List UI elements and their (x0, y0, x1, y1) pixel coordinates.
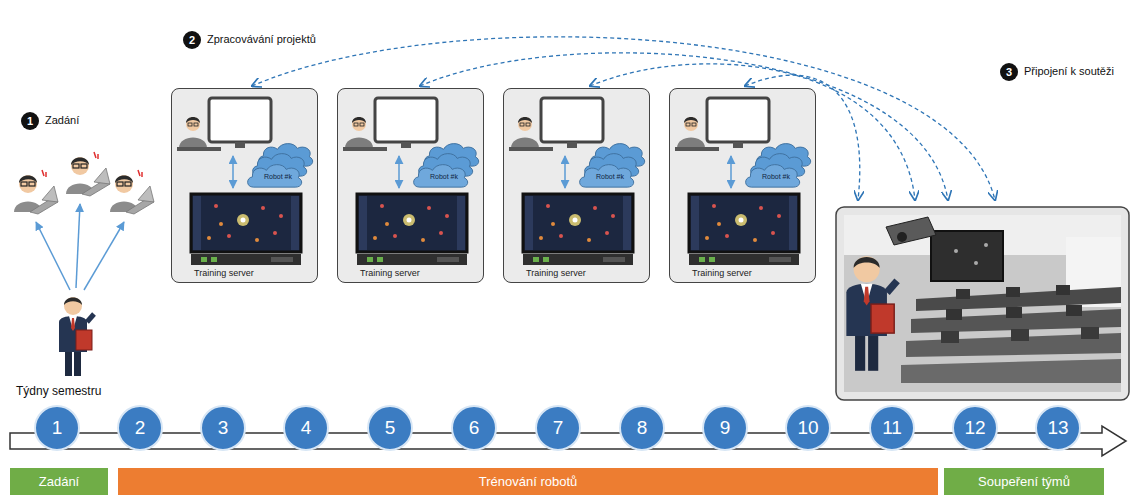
axis-title: Týdny semestru (16, 384, 101, 398)
week-circle: 4 (283, 405, 329, 451)
phase-band: Soupeření týmů (944, 468, 1104, 495)
week-number: 1 (52, 417, 63, 439)
week-circle: 10 (785, 405, 831, 451)
week-circle: 9 (702, 405, 748, 451)
robot-label: Robot #k (256, 170, 292, 180)
week-number: 12 (964, 417, 985, 439)
phase-band: Zadání (10, 468, 108, 495)
robot-cloud: Robot #k (742, 161, 802, 189)
step-title: Připojení k soutěži (1024, 65, 1114, 77)
week-circle: 5 (367, 405, 413, 451)
week-circle: 1 (34, 405, 80, 451)
cloud-outline (414, 165, 468, 188)
training-panel: Training server Robot #k (669, 88, 816, 283)
robot-label: Robot #k (422, 170, 458, 180)
step-title: Zpracovávání projektů (207, 33, 316, 45)
server-label: Training server (360, 268, 420, 278)
phase-label: Soupeření týmů (978, 474, 1070, 489)
week-circle: 2 (117, 405, 163, 451)
week-circle: 6 (451, 405, 497, 451)
cloud-outline (580, 165, 634, 188)
week-circle: 13 (1035, 405, 1081, 451)
week-circle: 8 (619, 405, 665, 451)
phase-label: Zadání (39, 474, 79, 489)
week-circle: 11 (869, 405, 915, 451)
robot-label: Robot #k (588, 170, 624, 180)
robot-cloud: Robot #k (244, 161, 304, 189)
server-label: Training server (526, 268, 586, 278)
robot-cloud: Robot #k (576, 161, 636, 189)
callout-number: 3 (1000, 63, 1018, 81)
week-number: 2 (135, 417, 146, 439)
training-panel: Training server Robot #k (503, 88, 650, 283)
week-number: 13 (1047, 417, 1068, 439)
phase-band: Trénování robotů (118, 468, 938, 495)
week-circle: 7 (535, 405, 581, 451)
week-number: 7 (553, 417, 564, 439)
week-circle: 12 (952, 405, 998, 451)
week-number: 6 (469, 417, 480, 439)
week-number: 10 (797, 417, 818, 439)
server-label: Training server (692, 268, 752, 278)
week-circle: 3 (200, 405, 246, 451)
week-number: 3 (218, 417, 229, 439)
week-number: 9 (720, 417, 731, 439)
robot-cloud: Robot #k (410, 161, 470, 189)
week-number: 5 (385, 417, 396, 439)
cloud-outline (248, 165, 302, 188)
robot-label: Robot #k (754, 170, 790, 180)
cloud-outline (746, 165, 800, 188)
week-number: 8 (637, 417, 648, 439)
training-panel: Training server Robot #k (171, 88, 318, 283)
week-number: 11 (882, 417, 902, 439)
training-panel: Training server Robot #k (337, 88, 484, 283)
callout-number: 2 (183, 31, 201, 49)
week-number: 4 (301, 417, 312, 439)
server-label: Training server (194, 268, 254, 278)
callout-number: 1 (21, 112, 39, 130)
phase-label: Trénování robotů (479, 474, 578, 489)
step-title: Zadání (45, 114, 79, 126)
